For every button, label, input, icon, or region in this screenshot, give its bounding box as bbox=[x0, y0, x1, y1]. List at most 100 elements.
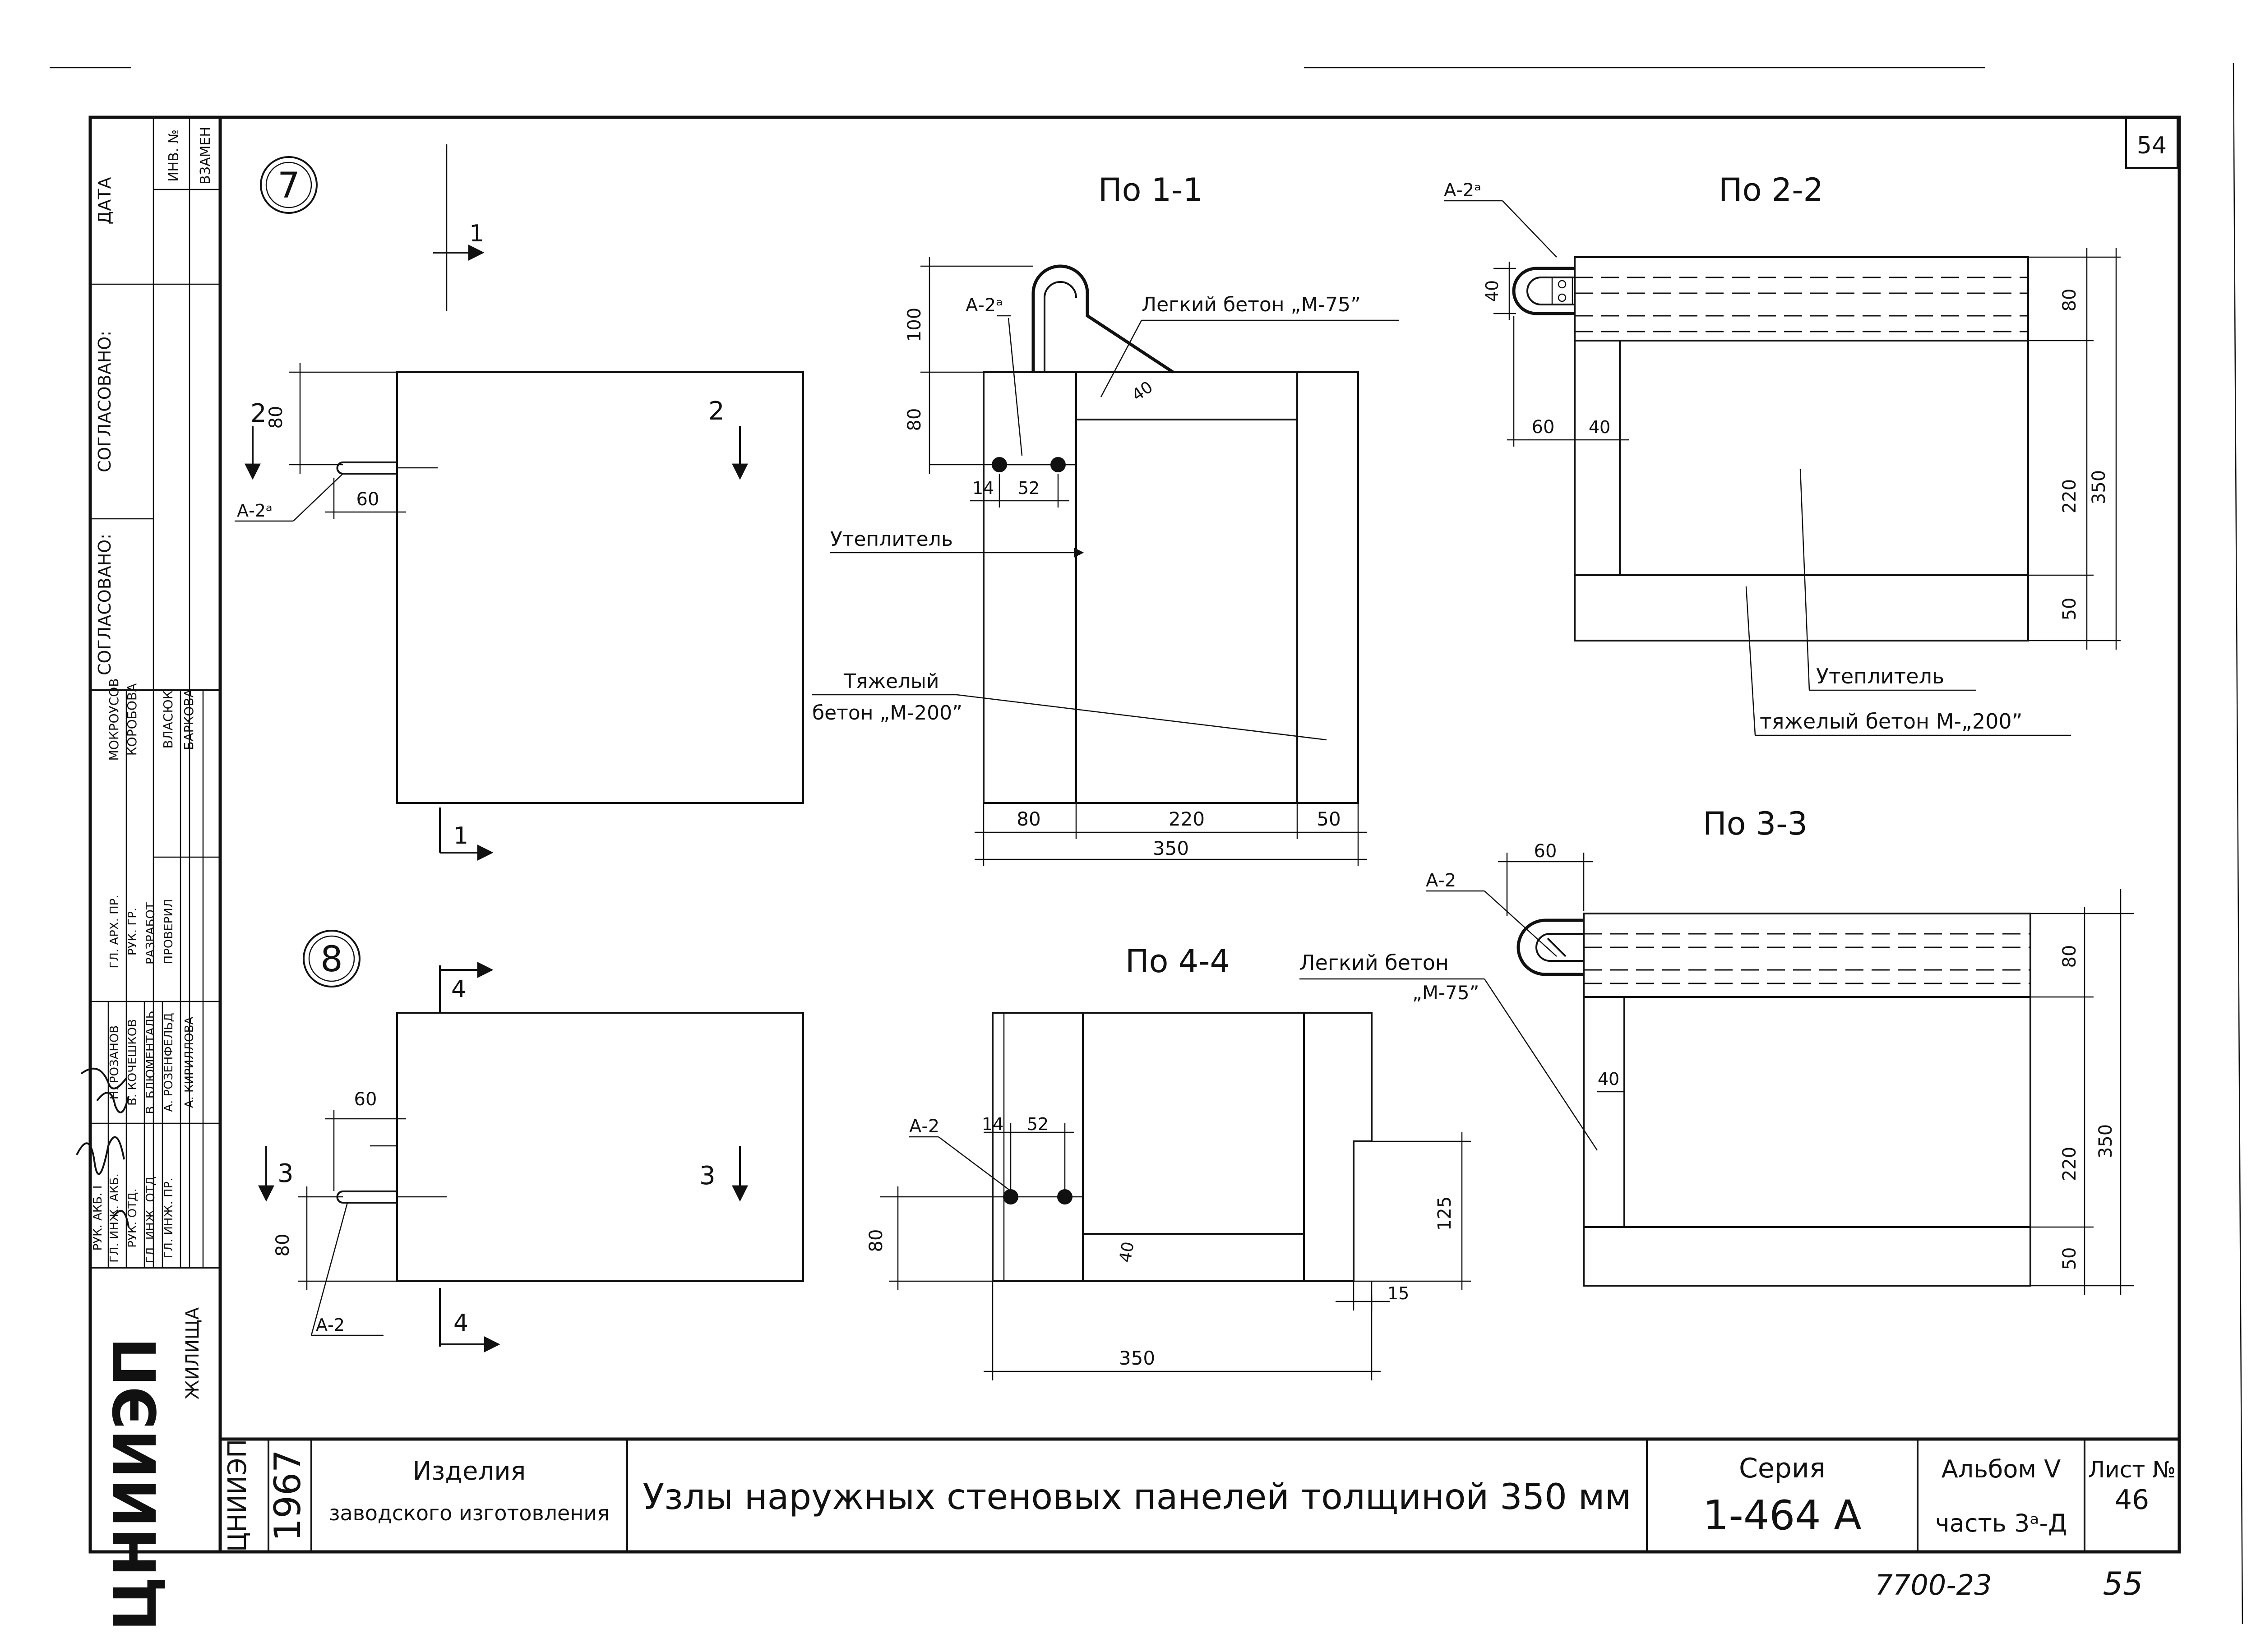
s33-dim-50: 50 bbox=[2059, 1247, 2080, 1270]
signature-marks bbox=[76, 1067, 129, 1227]
node-8-section-4-top: 4 bbox=[451, 976, 466, 1003]
section-2-2-title: По 2-2 bbox=[1719, 171, 1823, 208]
section-2-2-top-rib bbox=[1574, 256, 2029, 341]
section-4-4-rod-label: А-2 bbox=[909, 1116, 939, 1137]
title-block: ЦНИИЭП 1967 Изделия заводского изготовле… bbox=[220, 1437, 2179, 1602]
role2-3: РАЗРАБОТ. bbox=[144, 899, 157, 964]
section-4-4-title: По 4-4 bbox=[1125, 943, 1230, 980]
scan-edge-lines bbox=[50, 63, 2243, 1624]
dim-80-h: 80 bbox=[1017, 808, 1040, 830]
node-8-section-3-right: 3 bbox=[699, 1161, 716, 1191]
bottom-code: 7700-23 bbox=[1875, 1569, 1992, 1601]
role2-4: ПРОВЕРИЛ bbox=[162, 899, 176, 964]
person-4: А. РОЗЕНФЕЛЬД bbox=[162, 1013, 176, 1112]
node-7-dim-80: 80 bbox=[266, 406, 287, 429]
stamp-date: ДАТА bbox=[95, 177, 115, 225]
section-1-1: По 1-1 А-2ᵃ Легкий бетон „М-75” Утеплите… bbox=[812, 171, 1399, 866]
title-block-series-label: Серия bbox=[1739, 1453, 1826, 1484]
lifting-loop bbox=[1031, 264, 1174, 374]
left-stamp-block: ДАТА СОГЛАСОВАНО: СОГЛАСОВАНО: ИНВ. № ВЗ… bbox=[76, 117, 222, 1631]
node-7-rod-stub bbox=[336, 461, 397, 475]
section-3-3-core bbox=[1583, 996, 2031, 1228]
node-7: 7 1 1 2 2 80 60 А-2ᵃ bbox=[235, 144, 804, 861]
role2-1: ГЛ. АРХ. ПР. bbox=[108, 895, 121, 968]
section-2-2-bottom-layer bbox=[1574, 574, 2029, 641]
section-2-2: По 2-2 А-2ᵃ 40 60 40 80 2 bbox=[1444, 171, 2121, 736]
section-2-2-insulation bbox=[1619, 340, 2029, 576]
dim-100: 100 bbox=[904, 308, 925, 342]
section-2-2-heavy-label: тяжелый бетон М-„200” bbox=[1760, 709, 2023, 734]
section-1-1-title: По 1-1 bbox=[1098, 171, 1203, 208]
staff-name-3: ВЛАСЮК bbox=[161, 690, 176, 748]
s22-dim-40-h: 40 bbox=[1589, 417, 1610, 437]
dim-14: 14 bbox=[972, 478, 994, 498]
section-4-4: По 4-4 А-2 14 52 80 40 125 15 bbox=[866, 943, 1598, 1380]
node-7-section-1-bottom: 1 bbox=[453, 822, 468, 849]
institute-logo: ЦНИИЭП bbox=[101, 1337, 170, 1631]
staff-name-2: КОРОБОВА bbox=[125, 683, 139, 756]
s33-dim-60: 60 bbox=[1534, 841, 1557, 862]
s44-dim-125: 125 bbox=[1434, 1196, 1455, 1231]
dim-52: 52 bbox=[1018, 478, 1040, 498]
section-4-4-light-label-2: „М-75” bbox=[1412, 982, 1479, 1004]
s33-dim-350: 350 bbox=[2095, 1124, 2116, 1158]
sheet-frame bbox=[88, 115, 2181, 1554]
node-7-rod-label: А-2ᵃ bbox=[237, 501, 273, 521]
role-1: РУК. АКБ. I bbox=[91, 1186, 105, 1251]
bottom-page: 55 bbox=[2103, 1565, 2143, 1602]
section-3-3: По 3-3 А-2 60 40 80 220 350 50 bbox=[1426, 805, 2134, 1295]
node-8-panel-elevation bbox=[396, 1012, 804, 1282]
s22-dim-50: 50 bbox=[2059, 598, 2080, 621]
section-2-2-core bbox=[1574, 340, 2029, 576]
section-2-2-light-concrete bbox=[1574, 340, 1621, 576]
title-block-product-1: Изделия bbox=[413, 1457, 526, 1486]
person-2: В. КОЧЕШКОВ bbox=[126, 1019, 139, 1106]
staff-name-4: БАРКОВА bbox=[181, 689, 196, 750]
light-concrete-band bbox=[1075, 371, 1298, 420]
s33-dim-40: 40 bbox=[1598, 1069, 1619, 1089]
title-block-title: Узлы наружных стеновых панелей толщиной … bbox=[643, 1477, 1632, 1518]
section-4-4-outline bbox=[992, 1012, 1373, 1282]
s33-dim-80: 80 bbox=[2059, 945, 2080, 968]
s22-dim-60: 60 bbox=[1532, 417, 1555, 438]
node-8-section-4-bottom: 4 bbox=[453, 1310, 468, 1337]
s44-dim-15: 15 bbox=[1387, 1283, 1409, 1303]
node-8-section-3-left: 3 bbox=[277, 1159, 294, 1188]
title-block-code: ЦНИИЭП bbox=[223, 1439, 252, 1552]
dim-220-h: 220 bbox=[1169, 808, 1205, 830]
node-8-label: 8 bbox=[320, 939, 343, 980]
node-7-dim-60: 60 bbox=[356, 489, 379, 510]
s44-dim-52: 52 bbox=[1027, 1114, 1049, 1134]
node-7-label: 7 bbox=[277, 166, 300, 206]
node-8: 8 4 4 3 3 60 80 А-2 bbox=[258, 930, 804, 1352]
dim-50-h: 50 bbox=[1317, 808, 1341, 830]
section-1-1-heavy-2: бетон „М-200” bbox=[812, 701, 962, 724]
s22-dim-350: 350 bbox=[2089, 470, 2109, 504]
corner-sheet-number: 54 bbox=[2125, 117, 2178, 169]
title-block-year: 1967 bbox=[267, 1449, 309, 1541]
role-5: ГЛ. ИНЖ. ПР. bbox=[162, 1178, 176, 1259]
section-3-3-top-rib bbox=[1583, 913, 2031, 998]
stamp-agreed-2: СОГЛАСОВАНО: bbox=[95, 534, 115, 675]
dim-40: 40 bbox=[1129, 378, 1156, 405]
stamp-inv-no: ИНВ. № bbox=[166, 129, 182, 182]
s44-dim-350: 350 bbox=[1119, 1347, 1155, 1369]
s22-dim-40-v: 40 bbox=[1482, 280, 1502, 302]
section-4-4-light-label-1: Легкий бетон bbox=[1299, 951, 1449, 975]
node-7-section-2-right: 2 bbox=[708, 397, 725, 426]
node-8-dim-80: 80 bbox=[273, 1234, 293, 1257]
insulation-fill bbox=[1075, 419, 1298, 804]
section-1-1-light-concrete-label: Легкий бетон „М-75” bbox=[1142, 293, 1361, 316]
node-7-section-2-left: 2 bbox=[250, 399, 267, 428]
section-1-1-insulation-label: Утеплитель bbox=[830, 528, 953, 551]
s33-dim-220: 220 bbox=[2059, 1147, 2080, 1181]
section-2-2-rod-loop bbox=[1512, 267, 1575, 315]
dim-80-v: 80 bbox=[904, 408, 925, 431]
node-8-dim-60: 60 bbox=[354, 1089, 377, 1110]
section-3-3-bottom-layer bbox=[1583, 1226, 2031, 1287]
section-3-3-light-concrete bbox=[1583, 996, 1625, 1228]
role2-2: РУК. ГР. bbox=[126, 908, 139, 955]
node-7-section-1-top: 1 bbox=[469, 220, 484, 247]
title-block-part: часть 3ᵃ-Д bbox=[1935, 1509, 2067, 1537]
